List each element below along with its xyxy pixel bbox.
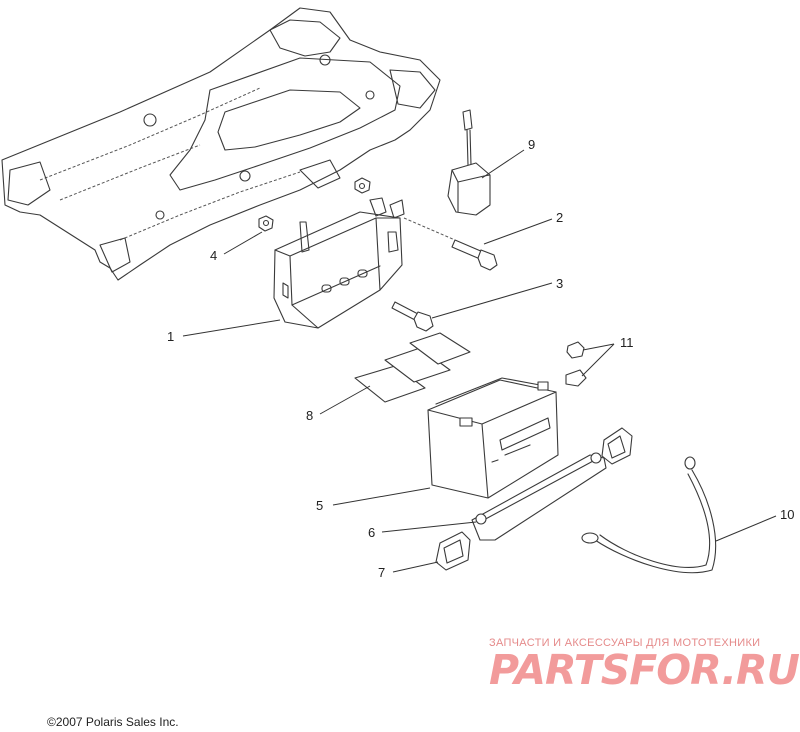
- rubber-loop-7: [435, 531, 471, 571]
- copyright: ©2007 Polaris Sales Inc.: [47, 715, 179, 729]
- rubber-loop-upper: [601, 427, 633, 465]
- callout-1: 1: [167, 329, 174, 344]
- callout-3: 3: [556, 276, 563, 291]
- bolt-3: [391, 301, 434, 332]
- leader-lines: [182, 149, 777, 573]
- callout-11: 11: [620, 335, 634, 350]
- watermark-logo: PARTSFOR.RU: [489, 646, 800, 694]
- pads: [354, 332, 471, 403]
- callout-8: 8: [306, 408, 313, 423]
- callout-numbers: 1 2 3 4 5 6 7 8 9 10 11: [167, 137, 794, 580]
- battery: [427, 377, 559, 499]
- bolt-2: [403, 217, 498, 271]
- callout-9: 9: [528, 137, 535, 152]
- relay: [447, 109, 491, 216]
- frame: [1, 7, 441, 281]
- callout-4: 4: [210, 248, 217, 263]
- watermark-subtitle: ЗАПЧАСТИ И АКСЕССУАРЫ ДЛЯ МОТОТЕХНИКИ: [489, 637, 761, 649]
- battery-box: [273, 197, 405, 329]
- callout-6: 6: [368, 525, 375, 540]
- battery-cable: [581, 456, 717, 574]
- nut-top: [354, 177, 371, 194]
- nut-4: [258, 215, 274, 232]
- strap: [471, 452, 607, 541]
- callout-10: 10: [780, 507, 794, 522]
- terminal-nuts: [565, 341, 587, 387]
- callout-7: 7: [378, 565, 385, 580]
- callout-2: 2: [556, 210, 563, 225]
- callout-5: 5: [316, 498, 323, 513]
